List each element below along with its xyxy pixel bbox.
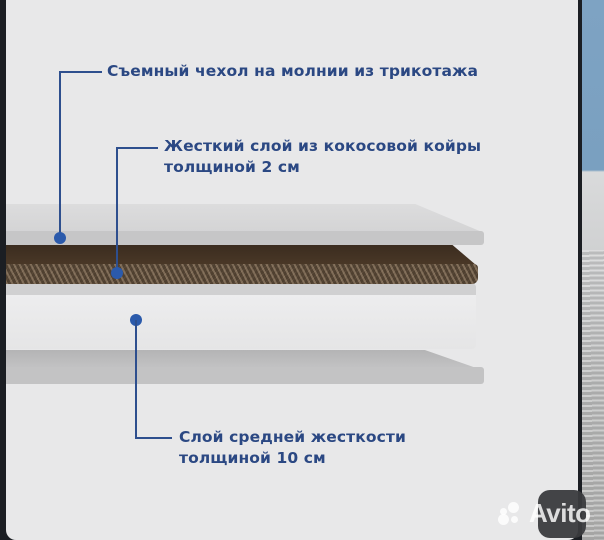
watermark-badge [538,490,586,538]
coir-leader-horizontal [116,147,158,149]
background-photo-edge [582,0,604,540]
cover-label: Съемный чехол на молнии из трикотажа [107,62,479,80]
cover-leader-horizontal [59,71,102,73]
foam-label-line1: Слой средней жесткости [179,428,406,446]
top-cover-layer-edge [6,231,484,245]
foam-leader-vertical [135,320,137,438]
bottom-cover-layer-edge [6,367,484,384]
coir-leader-vertical [116,147,118,271]
coir-layer-top [6,245,476,265]
foam-layer-edge [6,295,476,349]
coir-label-line1: Жесткий слой из кокосовой койры [164,137,482,155]
foam-label-line2: толщиной 10 см [179,449,326,467]
top-cover-layer-top [6,204,482,232]
mattress-diagram-card: Съемный чехол на молнии из трикотажа Жес… [6,0,578,540]
avito-watermark: Avito [498,498,591,529]
bottom-cover-layer-top [6,350,482,370]
coir-layer-edge [6,264,478,284]
cover-marker-dot [54,232,66,244]
coir-marker-dot [111,267,123,279]
avito-logo-icon [498,501,528,526]
cover-leader-vertical [59,71,61,236]
foam-leader-horizontal [135,437,172,439]
watermark-text: Avito [529,498,591,528]
foam-layer-top [6,284,476,296]
coir-label-line2: толщиной 2 см [164,158,300,176]
